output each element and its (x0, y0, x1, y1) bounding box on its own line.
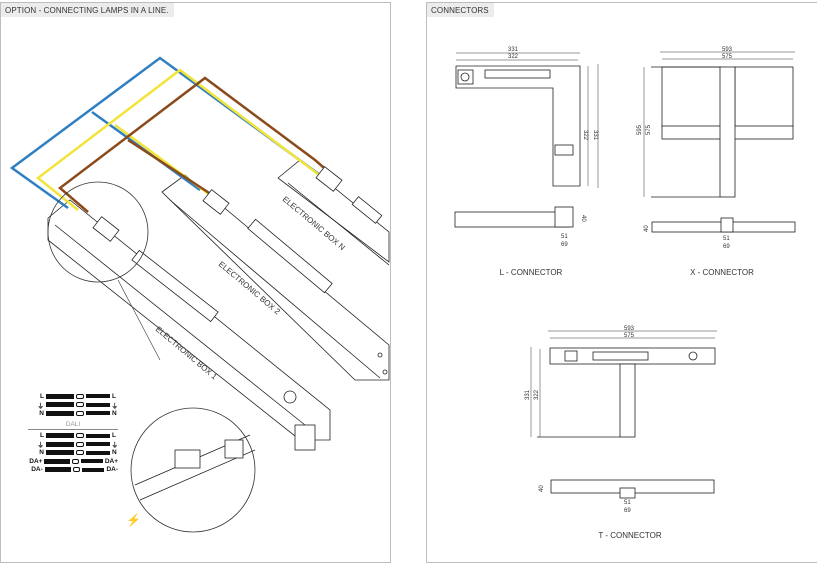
wire-right-label: N (112, 409, 117, 417)
l-dim-331-top: 331 (508, 47, 519, 53)
wire-left-label: L (40, 432, 44, 440)
t-dim-322: 322 (534, 389, 540, 400)
wire-left-label: N (39, 409, 44, 417)
terminal-block-1 (92, 216, 120, 242)
wire-right-label: ⏚ (111, 402, 119, 410)
wire-left-label: ⏚ (37, 402, 44, 410)
wire-right-label: L (112, 392, 116, 400)
wire-left-label: L (40, 392, 44, 400)
l-connector-label: L - CONNECTOR (499, 268, 563, 277)
l-dim-331-side: 331 (592, 130, 598, 141)
lamp-2 (161, 174, 390, 381)
wire-left-bar (46, 410, 74, 416)
x-connector-label: X - CONNECTOR (690, 268, 754, 277)
lamp-1 (47, 199, 331, 451)
l-connector-drawing (454, 65, 581, 228)
t-dim-593: 593 (624, 326, 635, 332)
t-dim-51: 51 (624, 500, 631, 506)
wire-row: DA- DA- (28, 466, 118, 475)
t-dim-69: 69 (624, 508, 631, 514)
connector-arrow-icon (71, 458, 80, 464)
wire-right-label: DA- (106, 466, 118, 474)
connector-arrow-icon (76, 410, 84, 416)
t-connector-drawing (537, 347, 716, 499)
wire-right-bar (86, 411, 110, 416)
lightning-icon: ⚡ (126, 513, 141, 527)
wire-right-bar (85, 402, 110, 407)
t-dim-331: 331 (525, 389, 531, 400)
wire-right-label: ⏚ (111, 442, 119, 450)
x-dim-40: 40 (644, 225, 650, 232)
wire-right-label: N (112, 449, 117, 457)
wire-brown-2 (127, 138, 221, 202)
t-dim-40: 40 (539, 485, 545, 492)
connector-arrow-icon (76, 393, 84, 399)
connector-arrow-icon (75, 441, 84, 447)
detail-circle-1 (47, 181, 149, 283)
wire-left-label: DA+ (29, 457, 43, 465)
wire-left-bar (45, 441, 74, 447)
wire-row: ⏚⏚ (28, 440, 118, 449)
wire-row: DA+ DA+ (28, 457, 118, 466)
connector-arrow-icon (72, 467, 81, 473)
wire-left-label: ⏚ (37, 442, 44, 450)
connector-arrow-icon (76, 450, 84, 456)
detail-circle-2 (130, 407, 256, 533)
dali-label: DALI (65, 420, 81, 428)
wire-left-bar (46, 450, 74, 456)
x-dim-575-side: 575 (646, 124, 652, 135)
l-dim-51: 51 (561, 234, 568, 240)
right-page-title: CONNECTORS (427, 3, 494, 17)
wire-brown (58, 76, 339, 213)
wire-left-bar (46, 393, 74, 399)
wire-right-bar (86, 433, 110, 438)
wire-row: ⏚⏚ (28, 401, 118, 410)
wire-left-label: DA- (31, 466, 43, 474)
wire-left-bar (45, 402, 74, 408)
x-dim-69: 69 (723, 244, 730, 250)
lamp-n (277, 159, 390, 266)
terminal-block-2 (202, 189, 230, 215)
wire-right-bar (82, 467, 105, 472)
wire-left-bar (44, 458, 70, 464)
wire-left-bar (46, 433, 74, 439)
wire-right-bar (86, 450, 110, 455)
wire-left-bar (44, 467, 71, 473)
l-dim-69: 69 (561, 242, 568, 248)
x-dim-51: 51 (723, 236, 730, 242)
x-dim-593: 593 (722, 47, 733, 53)
wire-right-label: DA+ (104, 457, 119, 465)
left-page-title: OPTION - CONNECTING LAMPS IN A LINE. (1, 3, 174, 17)
x-dim-595: 595 (637, 124, 643, 135)
l-dim-322-side: 322 (582, 130, 588, 141)
wire-right-bar (85, 442, 110, 447)
terminal-block-n (315, 166, 343, 192)
wire-yellow (35, 68, 333, 211)
wire-right-bar (86, 394, 110, 399)
wires (9, 56, 339, 213)
x-connector-drawing (651, 66, 796, 233)
t-dim-575: 575 (624, 333, 635, 339)
l-dim-40: 40 (580, 215, 586, 222)
connector-arrow-icon (75, 402, 84, 408)
wire-right-bar (81, 459, 103, 464)
x-dim-575: 575 (722, 54, 733, 60)
wire-left-label: N (39, 449, 44, 457)
connector-arrow-icon (76, 433, 84, 439)
t-connector-label: T - CONNECTOR (598, 531, 662, 540)
l-dim-322-top: 322 (508, 54, 519, 60)
wire-right-label: L (112, 432, 116, 440)
